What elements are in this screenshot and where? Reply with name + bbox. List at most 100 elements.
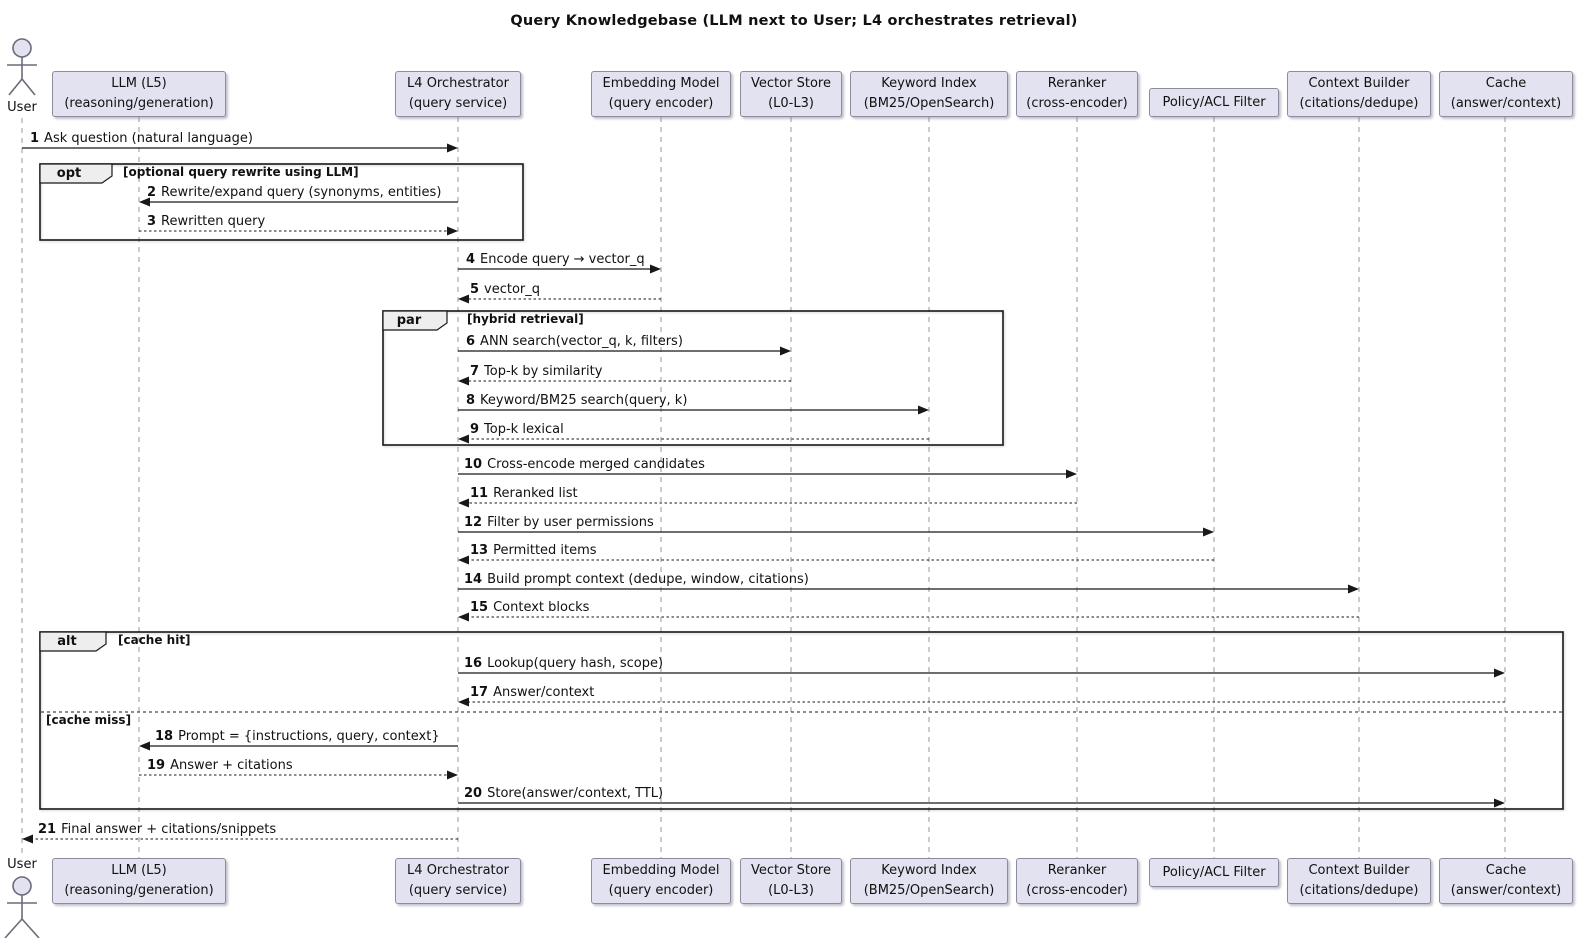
message-text: Reranked list [493,486,578,501]
message-label-13: 13 Permitted items [470,543,597,558]
message-text: Permitted items [493,543,597,558]
participant-name: Embedding Model [602,76,720,91]
message-number: 2 [147,185,157,200]
message-text: Prompt = {instructions, query, context} [178,729,440,744]
message-text: Rewritten query [161,214,266,229]
participant-vector-store-top: Vector Store (L0-L3) [740,71,842,117]
participant-keyword-index-bottom: Keyword Index (BM25/OpenSearch) [850,858,1008,904]
participant-subtitle: (answer/context) [1450,96,1562,111]
message-number: 17 [470,685,489,700]
diagram-title: Query Knowledgebase (LLM next to User; L… [510,13,1078,29]
message-arrow-21 [22,834,458,844]
message-label-11: 11 Reranked list [470,486,578,501]
message-number: 15 [470,600,489,615]
message-text: Keyword/BM25 search(query, k) [480,393,688,408]
message-text: vector_q [484,282,541,297]
participant-name: L4 Orchestrator [407,863,509,878]
opt-frame-guard: [optional query rewrite using LLM] [123,165,359,179]
par-frame [382,310,1004,446]
actor-head [12,876,32,896]
participant-subtitle: (reasoning/generation) [64,96,214,111]
message-text: Encode query → vector_q [480,252,645,267]
participant-cache-bottom: Cache (answer/context) [1439,858,1573,904]
message-number: 4 [466,252,476,267]
participant-subtitle: (BM25/OpenSearch) [863,96,995,111]
message-label-17: 17 Answer/context [470,685,594,700]
participant-llm-top: LLM (L5) (reasoning/generation) [52,71,226,117]
message-number: 20 [464,786,483,801]
alt-frame-guard: [cache hit] [118,633,191,647]
participant-subtitle: (answer/context) [1450,883,1562,898]
message-arrow-11 [458,498,1077,508]
par-label-pentagon [382,310,448,331]
message-arrow-7 [458,376,791,386]
message-number: 3 [147,214,157,229]
participant-reranker-top: Reranker (cross-encoder) [1016,71,1138,117]
message-arrow-15 [458,612,1359,622]
message-text: Answer/context [493,685,595,700]
opt-label-pentagon [39,163,113,184]
participant-policy-bottom: Policy/ACL Filter [1149,858,1279,887]
actor-label-user-bottom: User [7,857,37,872]
message-text: Answer + citations [170,758,293,773]
message-label-4: 4 Encode query → vector_q [466,252,645,267]
alt-else-guard: [cache miss] [46,713,132,727]
message-number: 16 [464,656,483,671]
participant-name: Keyword Index [881,863,977,878]
actor-label-user-top: User [7,100,37,115]
message-arrow-6 [458,346,791,356]
message-arrow-18 [139,741,458,751]
participant-llm-bottom: LLM (L5) (reasoning/generation) [52,858,226,904]
participant-name: Vector Store [751,863,831,878]
participant-name: LLM (L5) [111,76,167,91]
participant-embedding-top: Embedding Model (query encoder) [591,71,731,117]
message-label-19: 19 Answer + citations [147,758,293,773]
message-arrow-13 [458,555,1214,565]
participant-name: Vector Store [751,76,831,91]
message-arrow-17 [458,697,1505,707]
participant-name: Reranker [1047,76,1107,91]
frames [39,163,1564,810]
lifelines [21,117,1506,858]
participant-subtitle: (citations/dedupe) [1299,883,1419,898]
participant-l4-top: L4 Orchestrator (query service) [395,71,521,117]
message-number: 8 [466,393,476,408]
participant-subtitle: (query service) [408,883,508,898]
participant-name: Cache [1485,863,1527,878]
participant-subtitle: (reasoning/generation) [64,883,214,898]
message-label-10: 10 Cross-encode merged candidates [464,457,705,472]
participant-subtitle: (query encoder) [608,883,714,898]
par-frame-guard: [hybrid retrieval] [467,312,584,326]
message-arrow-4 [458,264,661,274]
participant-name: Context Builder [1308,863,1410,878]
participant-reranker-bottom: Reranker (cross-encoder) [1016,858,1138,904]
frame-label-pentagons [39,163,448,652]
opt-frame-label: opt [56,166,82,181]
alt-frame-label: alt [57,634,77,649]
participant-vector-store-bottom: Vector Store (L0-L3) [740,858,842,904]
message-number: 19 [147,758,166,773]
message-number: 1 [30,131,40,146]
participant-context-builder-bottom: Context Builder (citations/dedupe) [1287,858,1431,904]
alt-label-pentagon [39,631,107,652]
message-arrow-12 [458,527,1214,537]
message-number: 10 [464,457,483,472]
message-text: Cross-encode merged candidates [487,457,705,472]
message-text: Filter by user permissions [487,515,654,530]
message-number: 11 [470,486,489,501]
participant-policy-top: Policy/ACL Filter [1149,88,1279,117]
message-number: 6 [466,334,476,349]
participant-subtitle: (query encoder) [608,96,714,111]
message-number: 13 [470,543,489,558]
participant-subtitle: (L0-L3) [768,883,814,898]
par-frame-label: par [396,313,422,328]
message-number: 21 [38,822,57,837]
